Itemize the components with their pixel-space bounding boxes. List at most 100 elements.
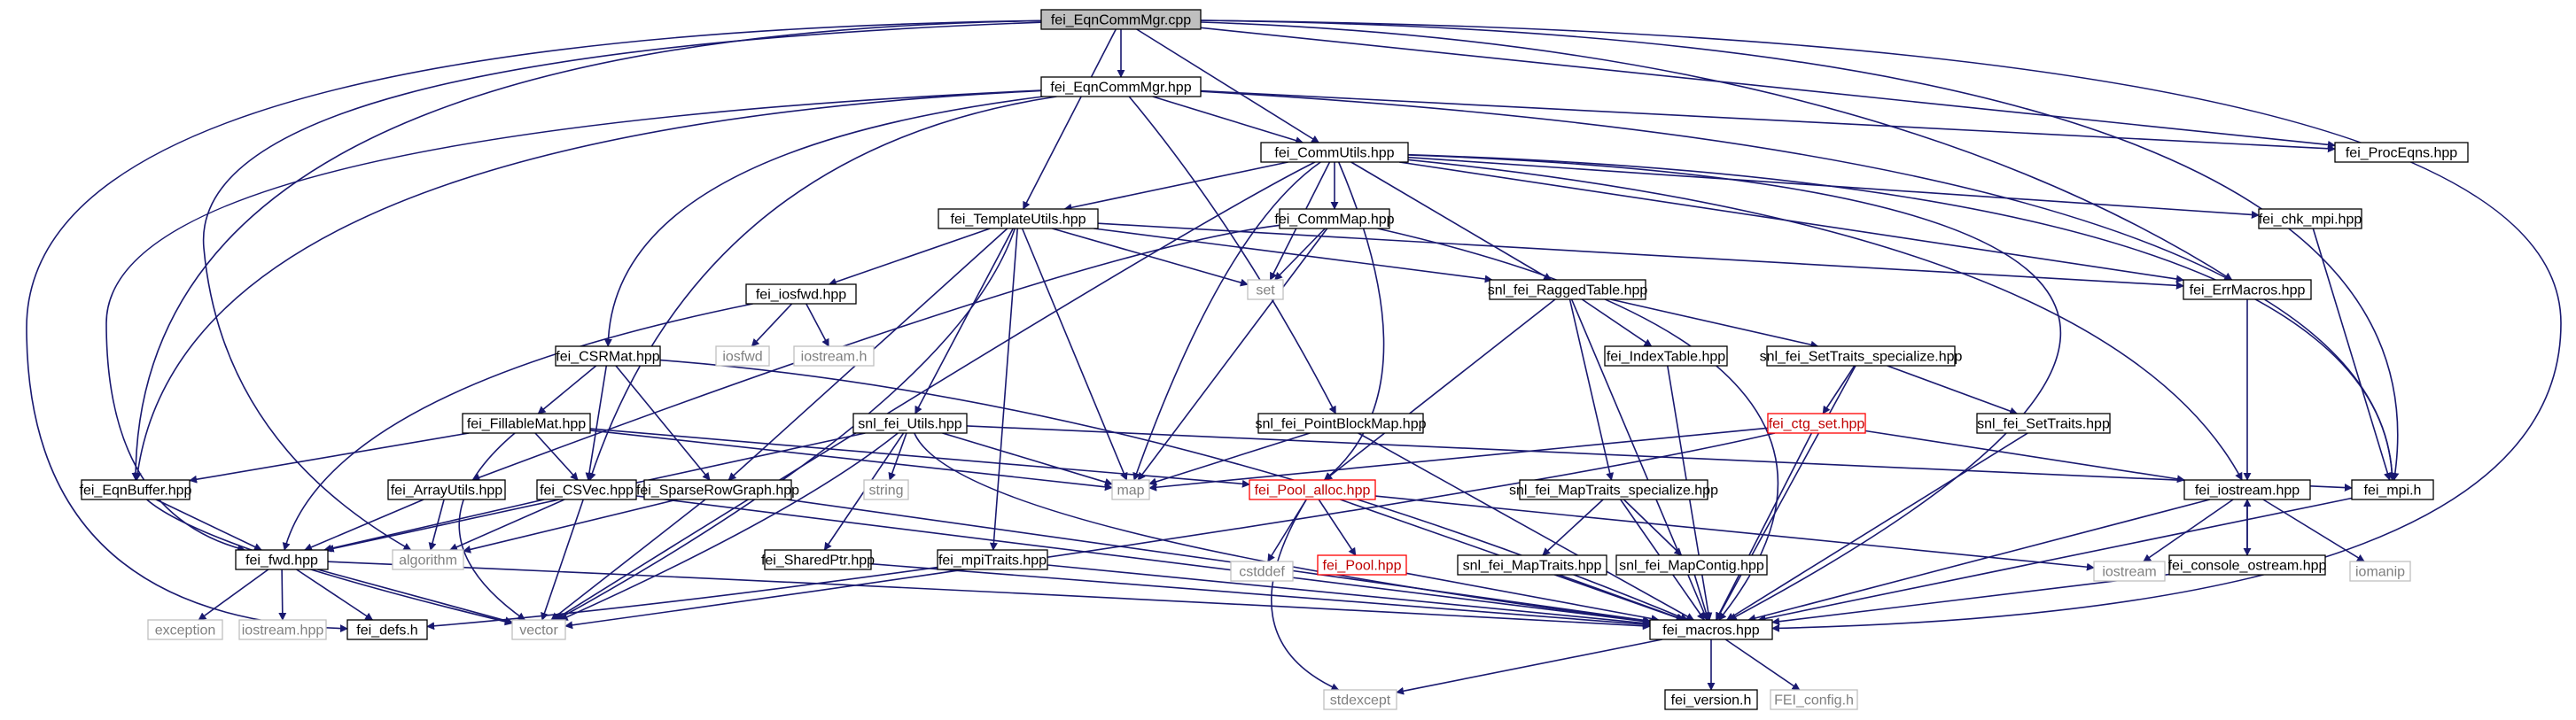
node-console-ostream[interactable]: fei_console_ostream.hpp (2168, 554, 2327, 576)
node-csrmat[interactable]: fei_CSRMat.hpp (555, 345, 661, 367)
node-csvec[interactable]: fei_CSVec.hpp (536, 479, 637, 500)
edge-root-to-errmacros (1200, 21, 2233, 281)
node-box (1040, 9, 1202, 30)
node-label: vector (519, 623, 558, 639)
node-defs[interactable]: fei_defs.h (346, 619, 428, 640)
node-box (238, 619, 327, 640)
node-settraits-spec[interactable]: snl_fei_SetTraits_specialize.hpp (1760, 345, 1963, 367)
node-pool[interactable]: fei_Pool.hpp (1317, 554, 1407, 576)
edge-eqncommmgr_hpp-to-eqnbuffer (133, 89, 1042, 481)
node-box (2258, 208, 2362, 229)
node-chk-mpi[interactable]: fei_chk_mpi.hpp (2258, 208, 2362, 229)
edge-root-to-procceqns (1200, 27, 2336, 149)
edge-root-to-mpi_h (1200, 19, 2400, 481)
node-snl-utils[interactable]: snl_fei_Utils.hpp (852, 413, 968, 434)
node-label: exception (155, 623, 216, 639)
edge-templateutils-to-vector (556, 228, 1016, 621)
node-stdexcept: stdexcept (1323, 689, 1397, 710)
node-label: iosfwd (722, 350, 762, 365)
edge-eqncommmgr_hpp-to-csvec (588, 96, 1057, 481)
edge-settraits-to-macros (1725, 432, 2028, 621)
edge-pointblockmap-to-map (1148, 432, 1311, 486)
edge-csrmat-to-sparserowgraph (615, 365, 711, 481)
edge-templateutils-to-snl_utils (914, 228, 1014, 414)
edge-fillablemat-to-map (589, 430, 1113, 492)
node-mpi-h[interactable]: fei_mpi.h (2351, 479, 2434, 500)
node-mapcontig[interactable]: snl_fei_MapContig.hpp (1615, 554, 1768, 576)
edge-fillablemat-to-eqnbuffer (189, 432, 470, 484)
node-box (1649, 619, 1773, 640)
node-maptraits[interactable]: snl_fei_MapTraits.hpp (1457, 554, 1607, 576)
edge-console_ostream-to-macros (1771, 573, 2170, 626)
node-ctg-set[interactable]: fei_ctg_set.hpp (1767, 413, 1866, 434)
node-fillablemat[interactable]: fei_FillableMat.hpp (462, 413, 591, 434)
node-commutils[interactable]: fei_CommUtils.hpp (1260, 142, 1409, 163)
node-procceqns[interactable]: fei_ProcEqns.hpp (2334, 142, 2469, 163)
node-box (1767, 413, 1866, 434)
edge-sparserowgraph-to-vector (550, 499, 706, 621)
node-iosfwd-hpp[interactable]: fei_iosfwd.hpp (745, 283, 857, 305)
node-macros[interactable]: fei_macros.hpp (1649, 619, 1773, 640)
edge-fillablemat-to-pool_alloc (589, 428, 1250, 488)
node-box (1604, 345, 1728, 367)
node-eqnbuffer[interactable]: fei_EqnBuffer.hpp (80, 479, 192, 500)
edge-eqncommmgr_hpp-to-commutils (1152, 96, 1304, 144)
node-label: fei_iostream.hpp (2195, 484, 2300, 499)
edge-iosfwd_hpp-to-fwd (282, 303, 753, 551)
node-exception: exception (147, 619, 223, 640)
node-label: string (868, 484, 903, 499)
edge-mpitraits-to-defs (426, 566, 938, 631)
node-fwd[interactable]: fei_fwd.hpp (235, 549, 329, 570)
edge-ragged-to-pool_alloc (1324, 298, 1556, 481)
edge-ragged-to-indextable (1581, 298, 1653, 347)
node-root[interactable]: fei_EqnCommMgr.cpp (1040, 9, 1202, 30)
node-settraits[interactable]: snl_fei_SetTraits.hpp (1976, 413, 2111, 434)
edge-commutils-to-iostream_hpp (1407, 159, 2243, 481)
node-box (2093, 561, 2166, 582)
node-box (937, 549, 1048, 570)
node-iostream-hpp[interactable]: fei_iostream.hpp (2183, 479, 2311, 500)
node-ragged[interactable]: snl_fei_RaggedTable.hpp (1488, 279, 1648, 300)
node-string: string (863, 479, 909, 500)
node-label: iostream (2102, 565, 2156, 580)
node-maptraits-spec[interactable]: snl_fei_MapTraits_specialize.hpp (1509, 479, 1718, 500)
node-label: fei_Pool_alloc.hpp (1255, 484, 1371, 499)
node-iostream-hpp-std: iostream.hpp (238, 619, 327, 640)
node-label: fei_EqnBuffer.hpp (80, 484, 192, 499)
node-box (2183, 479, 2311, 500)
node-templateutils[interactable]: fei_TemplateUtils.hpp (938, 208, 1099, 229)
node-mpitraits[interactable]: fei_mpiTraits.hpp (937, 549, 1048, 570)
node-box (1664, 689, 1758, 710)
node-label: fei_version.h (1671, 693, 1752, 708)
node-eqncommmgr-hpp[interactable]: fei_EqnCommMgr.hpp (1040, 76, 1202, 97)
node-pointblockmap[interactable]: snl_fei_PointBlockMap.hpp (1255, 413, 1427, 434)
node-label: snl_fei_SetTraits_specialize.hpp (1760, 350, 1963, 365)
node-version[interactable]: fei_version.h (1664, 689, 1758, 710)
node-box (346, 619, 428, 640)
node-commmap[interactable]: fei_CommMap.hpp (1274, 208, 1395, 229)
node-set: set (1247, 279, 1284, 300)
node-label: map (1117, 484, 1144, 499)
node-box (1040, 76, 1202, 97)
node-sparserowgraph[interactable]: fei_SparseRowGraph.hpp (636, 479, 799, 500)
node-label: fei_CommMap.hpp (1274, 213, 1394, 228)
node-box (2183, 279, 2312, 300)
node-label: FEI_config.h (1774, 693, 1854, 708)
edge-commmap-to-macros (1377, 228, 1779, 621)
node-label: fei_SharedPtr.hpp (761, 554, 875, 569)
edge-commutils-to-ragged (1350, 161, 1553, 281)
node-label: fei_iosfwd.hpp (756, 288, 846, 303)
node-iostream-h: iostream.h (793, 345, 875, 367)
node-sharedptr[interactable]: fei_SharedPtr.hpp (761, 549, 875, 570)
dependency-edges (26, 19, 2562, 695)
edge-ctg_set-to-map (1148, 427, 1769, 492)
node-errmacros[interactable]: fei_ErrMacros.hpp (2183, 279, 2312, 300)
node-box (1766, 345, 1956, 367)
edge-root-to-eqnbuffer (131, 19, 1042, 481)
edge-csvec-to-algorithm (449, 499, 565, 551)
node-box (392, 549, 464, 570)
node-indextable[interactable]: fei_IndexTable.hpp (1604, 345, 1728, 367)
node-arrayutils[interactable]: fei_ArrayUtils.hpp (387, 479, 506, 500)
edge-sparserowgraph-to-algorithm (463, 499, 678, 554)
node-pool-alloc[interactable]: fei_Pool_alloc.hpp (1249, 479, 1376, 500)
